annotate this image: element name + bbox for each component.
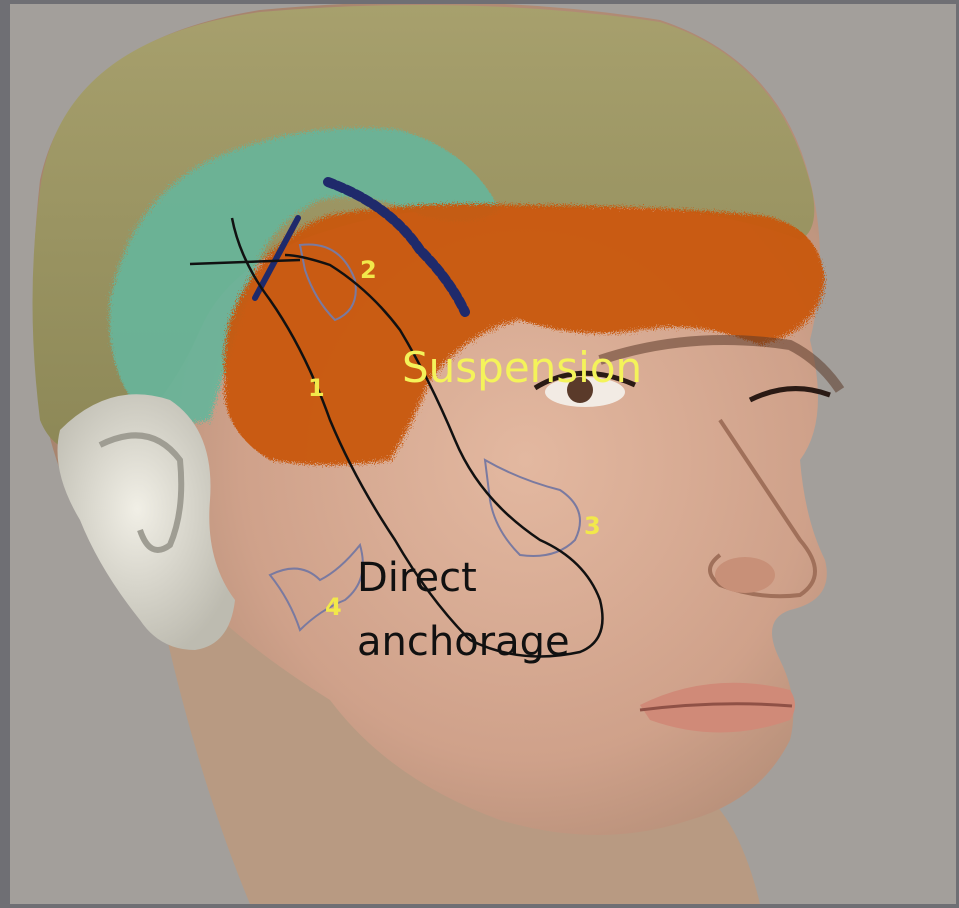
point-4-label: 4	[325, 595, 342, 619]
image-frame: Suspension Direct anchorage 1 2 3 4	[10, 4, 956, 904]
nostril	[715, 557, 775, 593]
direct-anchorage-line-2: anchorage	[357, 619, 570, 665]
face-illustration	[10, 4, 956, 904]
suspension-label: Suspension	[402, 347, 642, 389]
direct-anchorage-line-1: Direct	[357, 555, 477, 601]
point-1-label: 1	[308, 376, 325, 400]
point-3-label: 3	[584, 514, 601, 538]
direct-anchorage-label: Direct anchorage	[357, 546, 570, 674]
point-2-label: 2	[360, 258, 377, 282]
